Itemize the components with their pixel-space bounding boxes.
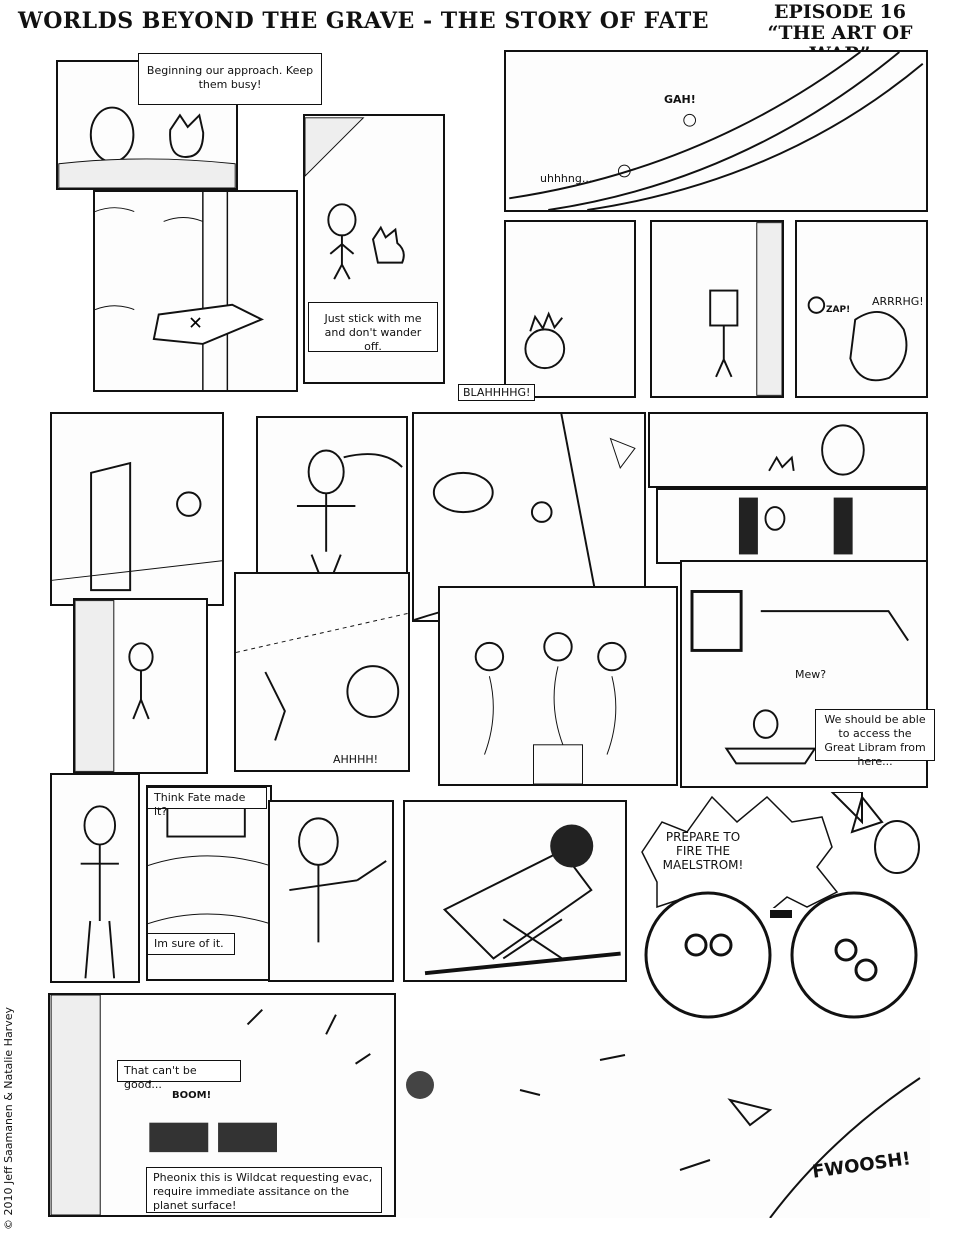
caption-sure-of-it: Im sure of it. — [147, 933, 235, 955]
sfx-uhhhng: uhhhng... — [540, 172, 593, 185]
caption-cant-be-good: That can't be good... — [117, 1060, 241, 1091]
panel-gunner-man — [268, 800, 394, 982]
panel-dropship: ✕ — [93, 190, 298, 392]
panel-zapped-creature — [795, 220, 928, 398]
sfx-mew: Mew? — [795, 668, 827, 681]
sfx-blahhhg: BLAHHHHG! — [458, 384, 536, 401]
goggle-portraits — [644, 891, 918, 1019]
panel-lab-window — [656, 488, 928, 564]
panel-dead-guards — [438, 586, 678, 786]
sfx-boom: BOOM! — [172, 1090, 212, 1101]
speech-bubble-prepare-to-fire: PREPARE TO FIRE THE MAELSTROM! — [662, 830, 744, 872]
svg-text:✕: ✕ — [188, 314, 203, 334]
panel-street-battle — [504, 50, 928, 212]
panel-elevator — [650, 220, 784, 398]
panel-spiky-shooter — [504, 220, 636, 398]
speech-bubble-approach: Beginning our approach. Keep them busy! — [138, 53, 322, 105]
speech-bubble-stick-with-me: Just stick with me and don't wander off. — [308, 302, 438, 353]
panel-space-battle — [400, 1030, 930, 1218]
sfx-zap: ZAP! — [826, 305, 851, 315]
panel-soldier-woman — [50, 773, 140, 983]
caption-evac-request: Pheonix this is Wildcat requesting evac,… — [146, 1167, 382, 1213]
panel-doorway — [50, 412, 224, 606]
sfx-arrrhg: ARRRHG! — [872, 295, 924, 308]
panel-maelstrom-cannon — [403, 800, 627, 982]
panel-alien-cats — [648, 412, 928, 488]
copyright-notice: © 2010 Jeff Saamanen & Natalie Harvey — [2, 1007, 15, 1230]
sfx-ahhhh: AHHHH! — [333, 753, 379, 766]
caption-great-libram: We should be able to access the Great Li… — [815, 709, 935, 768]
panel-warrior-woman — [256, 416, 408, 594]
panel-guard-shooting — [73, 598, 208, 774]
panel-trench-shootout — [234, 572, 410, 772]
sfx-gah: GAH! — [664, 93, 696, 106]
caption-think-fate: Think Fate made it? — [147, 787, 267, 818]
episode-number: EPISODE 16 — [774, 1, 906, 23]
page-title: WORLDS BEYOND THE GRAVE - THE STORY OF F… — [18, 8, 709, 34]
